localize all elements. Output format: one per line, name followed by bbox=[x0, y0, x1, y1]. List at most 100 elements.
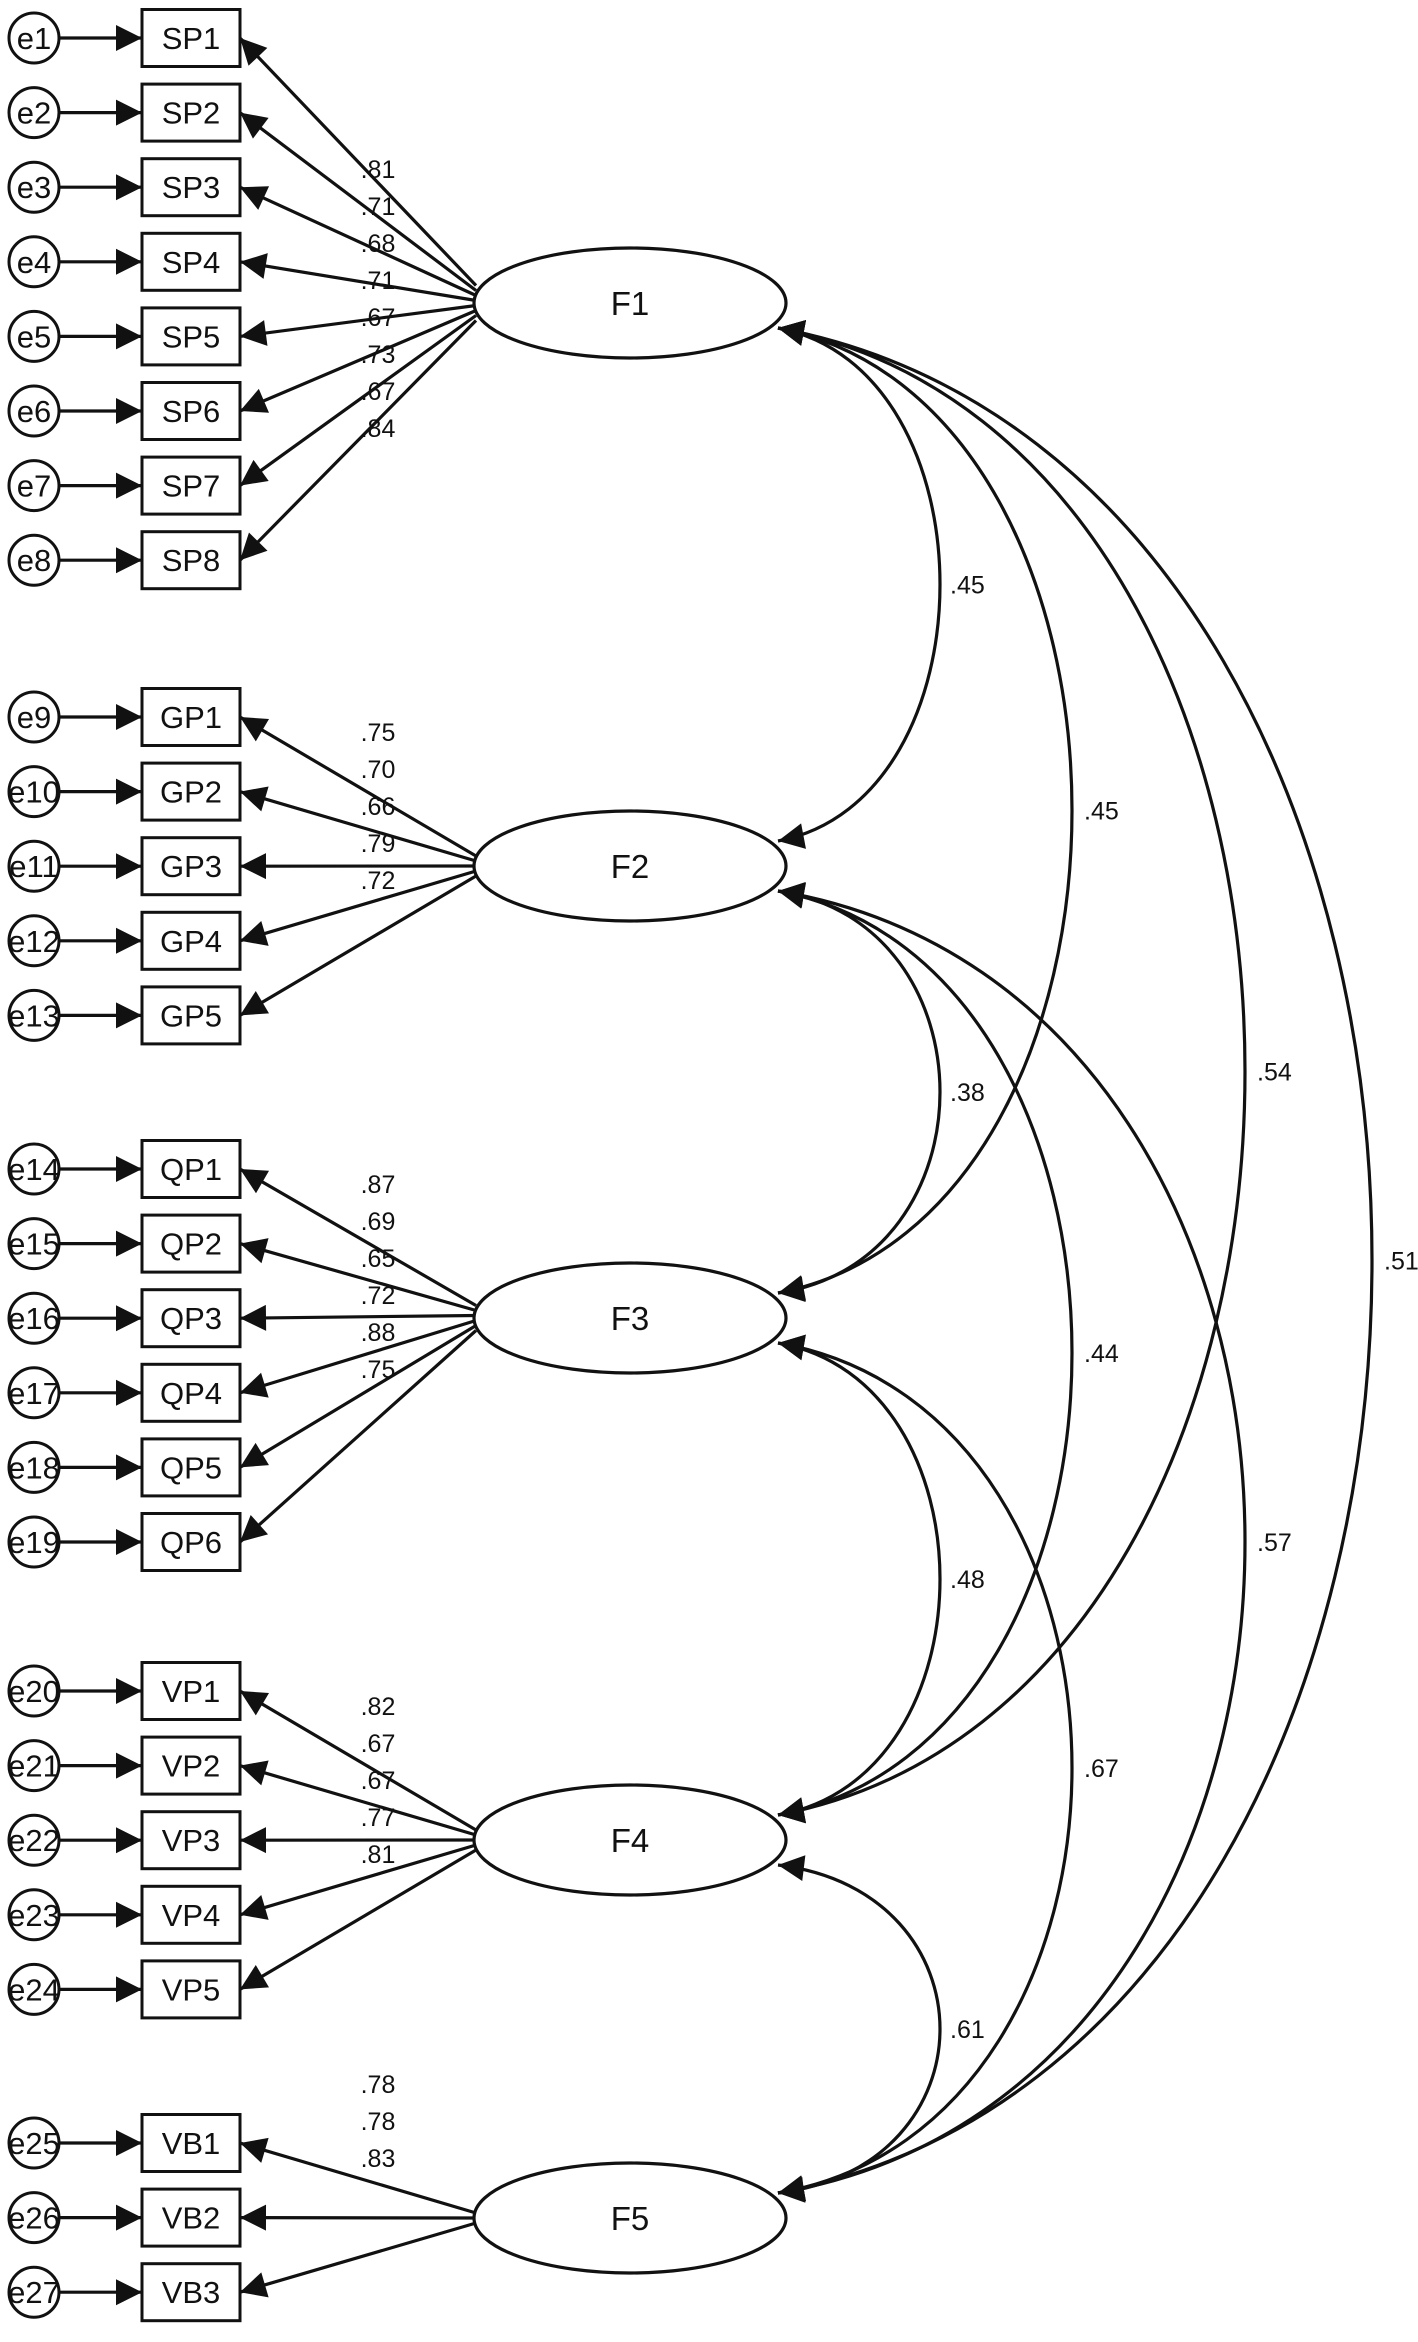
error-term-e15: e15 bbox=[7, 1217, 61, 1271]
error-label: e13 bbox=[8, 998, 60, 1033]
indicator-vb2: VB2 bbox=[140, 2187, 242, 2248]
loading-label-sp1: .81 bbox=[361, 156, 396, 184]
error-term-e13: e13 bbox=[7, 988, 61, 1042]
error-term-e1: e1 bbox=[7, 11, 61, 65]
error-term-e25: e25 bbox=[7, 2116, 61, 2170]
loading-label-sp7: .67 bbox=[361, 378, 396, 406]
error-circle bbox=[7, 1664, 61, 1718]
error-circle bbox=[7, 1440, 61, 1494]
indicator-label: VP3 bbox=[162, 1823, 221, 1858]
indicator-sp4: SP4 bbox=[140, 231, 242, 292]
error-label: e18 bbox=[8, 1450, 60, 1485]
loading-label-vp4: .77 bbox=[361, 1804, 396, 1832]
error-term-e6: e6 bbox=[7, 384, 61, 438]
error-term-e3: e3 bbox=[7, 160, 61, 214]
indicator-qp2: QP2 bbox=[140, 1213, 242, 1274]
latent-f3: F3 bbox=[472, 1261, 788, 1375]
loading-label-gp4: .79 bbox=[361, 830, 396, 858]
latent-label: F1 bbox=[611, 285, 650, 322]
indicator-box bbox=[140, 306, 242, 367]
loading-label-vp5: .81 bbox=[361, 1841, 396, 1869]
correlation-arc-f1-f2 bbox=[777, 320, 942, 849]
error-circle bbox=[7, 384, 61, 438]
loading-label-qp1: .87 bbox=[361, 1171, 396, 1199]
loading-path-qp2 bbox=[239, 1238, 477, 1313]
latent-ellipse bbox=[472, 2161, 788, 2275]
error-term-e12: e12 bbox=[7, 914, 61, 968]
indicator-box bbox=[140, 836, 242, 897]
latent-f1: F1 bbox=[472, 246, 788, 360]
error-term-e27: e27 bbox=[7, 2265, 61, 2319]
loading-path-sp6 bbox=[239, 309, 477, 413]
error-term-e11: e11 bbox=[7, 839, 61, 893]
loading-label-qp3: .65 bbox=[361, 1245, 396, 1273]
indicator-label: SP6 bbox=[162, 394, 221, 429]
loading-label-vp2: .67 bbox=[361, 1730, 396, 1758]
indicator-label: VB2 bbox=[162, 2201, 221, 2236]
error-label: e23 bbox=[8, 1898, 60, 1933]
loading-label-sp6: .73 bbox=[361, 341, 396, 369]
indicator-box bbox=[140, 2113, 242, 2173]
error-label: e12 bbox=[8, 924, 60, 959]
indicator-label: GP3 bbox=[160, 849, 222, 884]
error-circle bbox=[7, 1739, 61, 1793]
error-term-e23: e23 bbox=[7, 1888, 61, 1942]
indicator-sp8: SP8 bbox=[140, 530, 242, 591]
indicator-box bbox=[140, 761, 242, 822]
indicator-box bbox=[140, 8, 242, 68]
error-circle bbox=[7, 914, 61, 968]
error-label: e3 bbox=[17, 170, 51, 205]
loading-path-sp4 bbox=[239, 253, 477, 303]
correlation-label-f1-f2: .45 bbox=[950, 572, 985, 600]
loading-path-gp4 bbox=[239, 869, 477, 946]
error-label: e6 bbox=[17, 394, 51, 429]
error-label: e4 bbox=[17, 245, 51, 280]
error-circle bbox=[7, 1366, 61, 1420]
error-label: e1 bbox=[17, 21, 51, 56]
error-label: e25 bbox=[8, 2126, 60, 2161]
error-label: e15 bbox=[8, 1227, 60, 1262]
loading-label-qp6: .75 bbox=[361, 1356, 396, 1384]
loading-label-vp1: .82 bbox=[361, 1693, 396, 1721]
loading-path-qp1 bbox=[239, 1167, 477, 1307]
indicator-box bbox=[140, 1810, 242, 1871]
error-circle bbox=[7, 988, 61, 1042]
correlation-arc-f1-f5 bbox=[777, 320, 1374, 2201]
indicator-label: SP4 bbox=[162, 245, 221, 280]
indicator-box bbox=[140, 82, 242, 143]
loading-path-vb1 bbox=[239, 2137, 477, 2215]
indicator-box bbox=[140, 985, 242, 1046]
indicator-vp4: VP4 bbox=[140, 1884, 242, 1945]
error-term-e2: e2 bbox=[7, 86, 61, 140]
nodes-layer: SP1e1SP2e2SP3e3SP4e4SP5e5SP6e6SP7e7SP8e8… bbox=[7, 8, 788, 2323]
latent-ellipse bbox=[472, 1261, 788, 1375]
loading-label-sp4: .71 bbox=[361, 267, 396, 295]
indicator-sp7: SP7 bbox=[140, 455, 242, 516]
loading-path-vp1 bbox=[239, 1689, 477, 1832]
indicator-label: SP1 bbox=[162, 21, 221, 56]
loading-label-sp3: .68 bbox=[361, 230, 396, 258]
correlation-arc-f1-f3 bbox=[777, 320, 1074, 1301]
loading-label-vb1: .78 bbox=[361, 2071, 396, 2099]
indicator-qp3: QP3 bbox=[140, 1288, 242, 1349]
correlation-label-f1-f4: .54 bbox=[1257, 1059, 1292, 1087]
correlation-label-f2-f3: .38 bbox=[950, 1079, 985, 1107]
loading-path-qp6 bbox=[238, 1329, 478, 1544]
error-circle bbox=[7, 11, 61, 65]
indicator-label: VB1 bbox=[162, 2126, 221, 2161]
error-label: e21 bbox=[8, 1749, 60, 1784]
indicator-label: QP5 bbox=[160, 1450, 222, 1485]
correlation-arc-f2-f3 bbox=[777, 882, 942, 1302]
indicator-box bbox=[140, 1362, 242, 1423]
indicator-vb1: VB1 bbox=[140, 2113, 242, 2173]
indicator-label: SP2 bbox=[162, 96, 221, 131]
error-circle bbox=[7, 160, 61, 214]
loading-path-qp3 bbox=[239, 1304, 477, 1331]
correlation-arcs-layer bbox=[777, 320, 1374, 2203]
loading-label-sp5: .67 bbox=[361, 304, 396, 332]
loading-label-gp2: .70 bbox=[361, 756, 396, 784]
error-term-e14: e14 bbox=[7, 1142, 61, 1196]
error-circle bbox=[7, 2265, 61, 2319]
error-term-e24: e24 bbox=[7, 1962, 61, 2016]
loading-label-qp5: .88 bbox=[361, 1319, 396, 1347]
